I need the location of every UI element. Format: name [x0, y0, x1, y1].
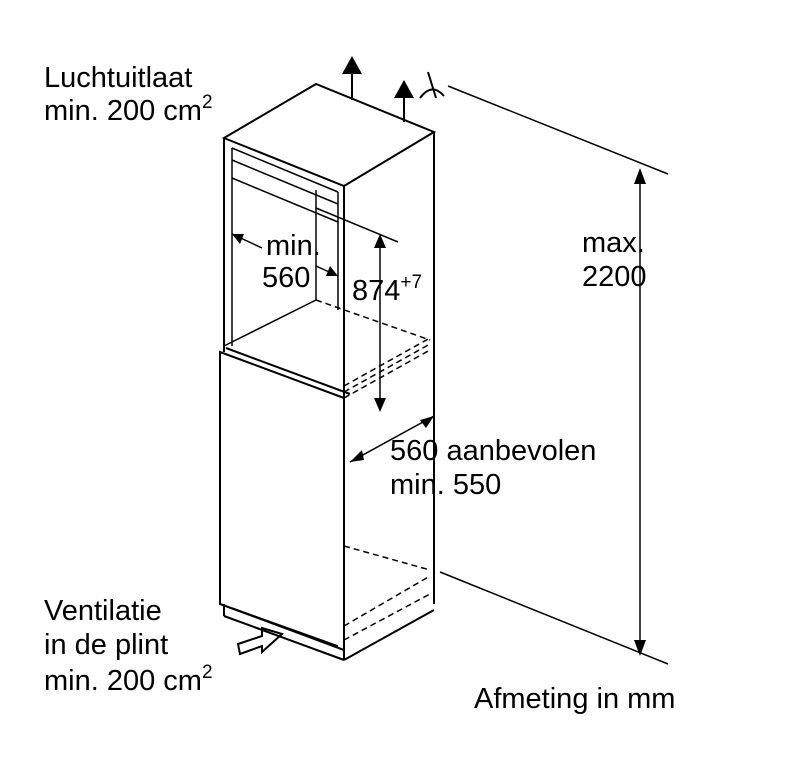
plinth-ventilation-label: Ventilatie — [44, 595, 162, 627]
depth-dimension — [231, 233, 339, 277]
air-outlet-title: Luchtuitlaat — [44, 62, 192, 94]
air-outlet-arrow-back — [394, 80, 414, 122]
width-min-label: min. 550 — [390, 469, 501, 501]
total-height-label: max. — [582, 227, 645, 259]
max-height-symbol-icon — [419, 71, 445, 99]
depth-min-label: min. — [266, 230, 321, 262]
width-dimension — [349, 415, 435, 463]
total-height-dimension — [439, 85, 669, 665]
appliance-door — [219, 347, 351, 652]
air-outlet-min: min. 200 cm2 — [44, 92, 213, 127]
plinth-location-label: in de plint — [44, 629, 168, 661]
total-height-value: 2200 — [582, 261, 647, 293]
air-outlet-arrow-front — [342, 56, 362, 100]
plinth-min-label: min. 200 cm2 — [44, 662, 213, 697]
depth-min-value: 560 — [262, 262, 310, 294]
niche-height-dimension — [315, 207, 399, 412]
units-note: Afmeting in mm — [474, 683, 675, 715]
width-recommended-label: 560 aanbevolen — [390, 435, 596, 467]
cabinet-plinth — [223, 545, 435, 661]
niche-height-label: 874+7 — [352, 272, 422, 307]
plinth-ventilation-arrow-icon — [236, 626, 284, 656]
cabinet-outline — [221, 82, 437, 604]
